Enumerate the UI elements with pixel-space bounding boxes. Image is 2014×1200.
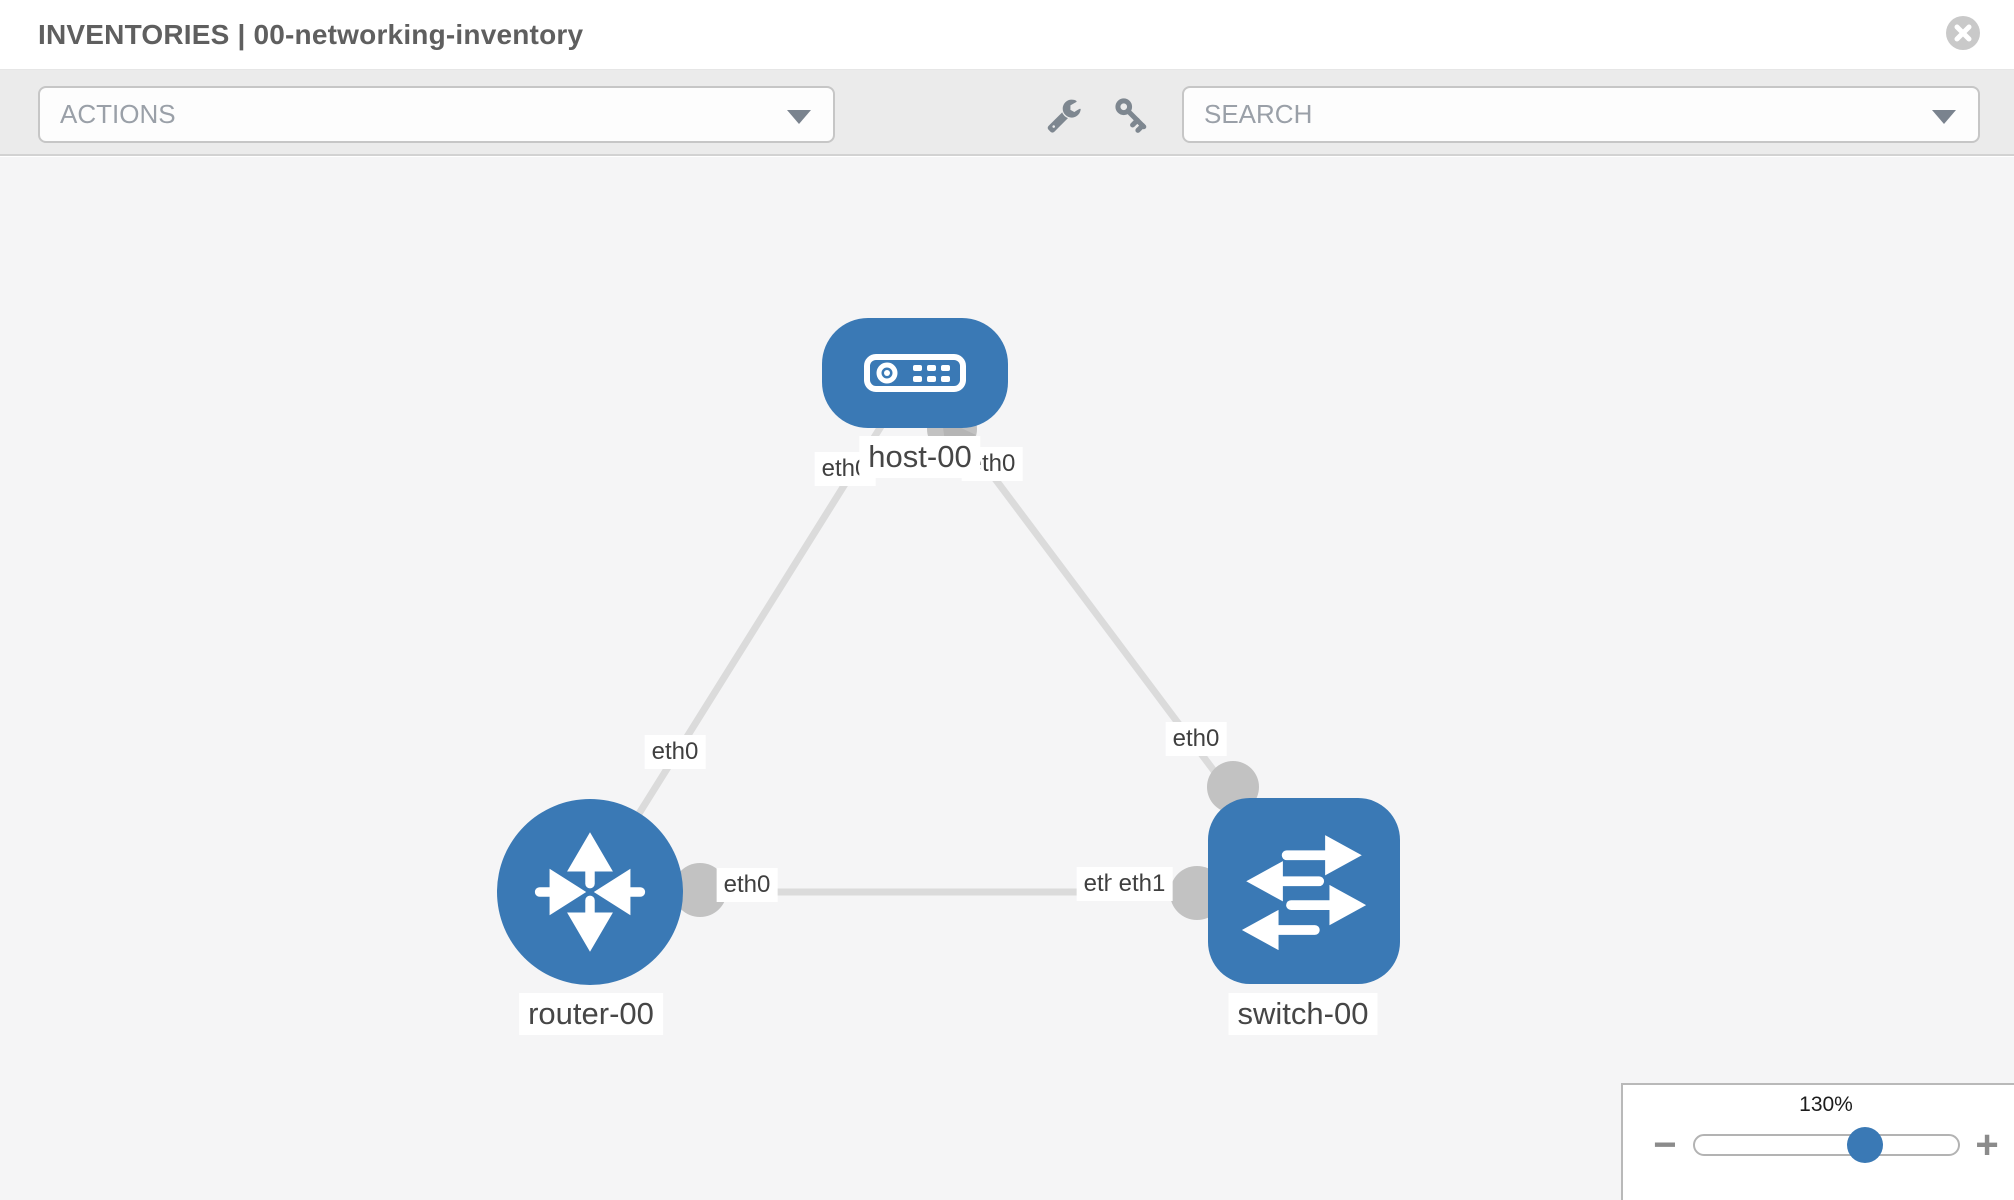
chevron-down-icon — [787, 109, 811, 124]
interface-label: eth0 — [1165, 722, 1227, 756]
zoom-slider-handle[interactable] — [1847, 1127, 1883, 1163]
zoom-control-panel: 130% − + — [1621, 1083, 2014, 1200]
toolbar: ACTIONS SEARCH — [0, 70, 2014, 156]
router-icon — [534, 832, 646, 952]
topology-canvas[interactable]: eth0 eth0 eth0 eth0 eth0 eth0 eth1 host-… — [0, 157, 2014, 1200]
search-dropdown[interactable]: SEARCH — [1182, 86, 1980, 143]
interface-label: eth0 — [716, 868, 778, 902]
chevron-down-icon — [1932, 109, 1956, 124]
zoom-in-button[interactable]: + — [1969, 1125, 2005, 1165]
interface-label: eth0 — [644, 735, 706, 769]
credentials-button[interactable] — [1108, 92, 1156, 138]
actions-dropdown[interactable]: ACTIONS — [38, 86, 835, 143]
close-button[interactable] — [1946, 16, 1980, 50]
node-label-switch: switch-00 — [1228, 993, 1378, 1035]
header: INVENTORIES | 00-networking-inventory — [0, 0, 2014, 70]
page-title: INVENTORIES | 00-networking-inventory — [38, 19, 584, 50]
key-icon — [1115, 98, 1147, 133]
switch-icon — [1241, 835, 1367, 951]
zoom-out-button[interactable]: − — [1647, 1125, 1683, 1165]
actions-dropdown-label: ACTIONS — [60, 99, 176, 129]
search-dropdown-label: SEARCH — [1204, 99, 1313, 129]
node-label-host: host-00 — [859, 436, 981, 478]
node-label-router: router-00 — [519, 993, 663, 1035]
close-icon — [1954, 24, 1972, 42]
node-host-00[interactable] — [822, 318, 1008, 428]
wrench-icon — [1047, 99, 1081, 133]
zoom-slider-track[interactable] — [1693, 1134, 1960, 1156]
topology-edges — [587, 369, 1307, 896]
node-switch-00[interactable] — [1208, 798, 1400, 984]
configure-button[interactable] — [1040, 92, 1088, 138]
host-icon — [864, 354, 966, 392]
interface-label: eth1 — [1111, 867, 1173, 901]
node-router-00[interactable] — [497, 799, 683, 985]
zoom-level-value: 130% — [1799, 1093, 1853, 1116]
